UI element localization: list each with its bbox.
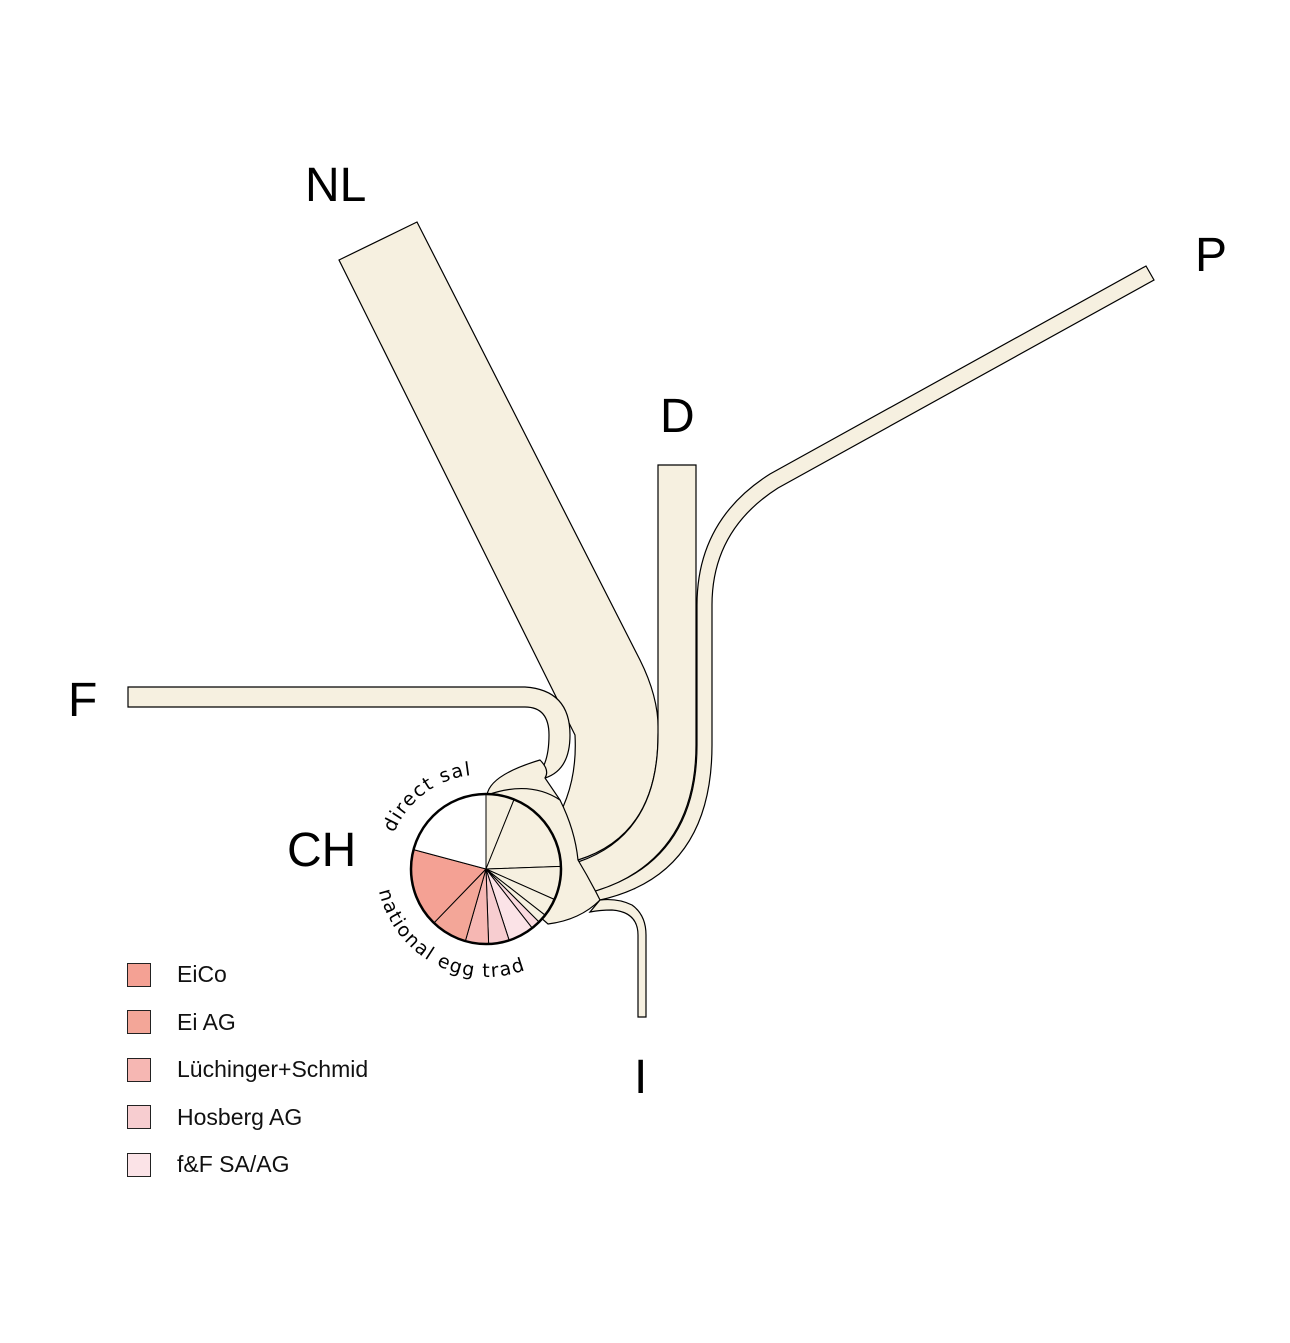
legend-swatch (127, 1057, 151, 1082)
legend: EiCo Ei AG Lüchinger+Schmid Hosberg AG f… (127, 961, 369, 1200)
pie-outline (409, 792, 563, 946)
legend-label: f&F SA/AG (177, 1151, 290, 1177)
country-label-f: F (68, 674, 97, 727)
flow-i (588, 898, 647, 1018)
legend-label: Ei AG (177, 1008, 236, 1035)
country-label-i: I (634, 1051, 647, 1104)
legend-item: f&F SA/AG (127, 1151, 368, 1177)
legend-item: Hosberg AG (127, 1103, 368, 1130)
legend-swatch (127, 962, 151, 987)
legend-item: Ei AG (127, 1008, 368, 1035)
legend-item: Lüchinger+Schmid (127, 1056, 369, 1082)
flow-nl (338, 221, 659, 861)
pie-chart (409, 792, 563, 946)
flows (127, 221, 1155, 1018)
country-label-d: D (660, 390, 695, 443)
flow-f (127, 686, 571, 779)
legend-swatch (127, 1152, 151, 1177)
legend-swatch (127, 1010, 151, 1034)
country-label-nl: NL (305, 159, 366, 212)
legend-label: Hosberg AG (177, 1103, 303, 1130)
legend-item: EiCo (127, 961, 368, 987)
legend-label: Lüchinger+Schmid (177, 1056, 369, 1082)
legend-label: EiCo (177, 961, 227, 987)
country-label-ch: CH (287, 824, 356, 877)
legend-swatch (127, 1105, 151, 1129)
country-label-p: P (1195, 229, 1227, 282)
